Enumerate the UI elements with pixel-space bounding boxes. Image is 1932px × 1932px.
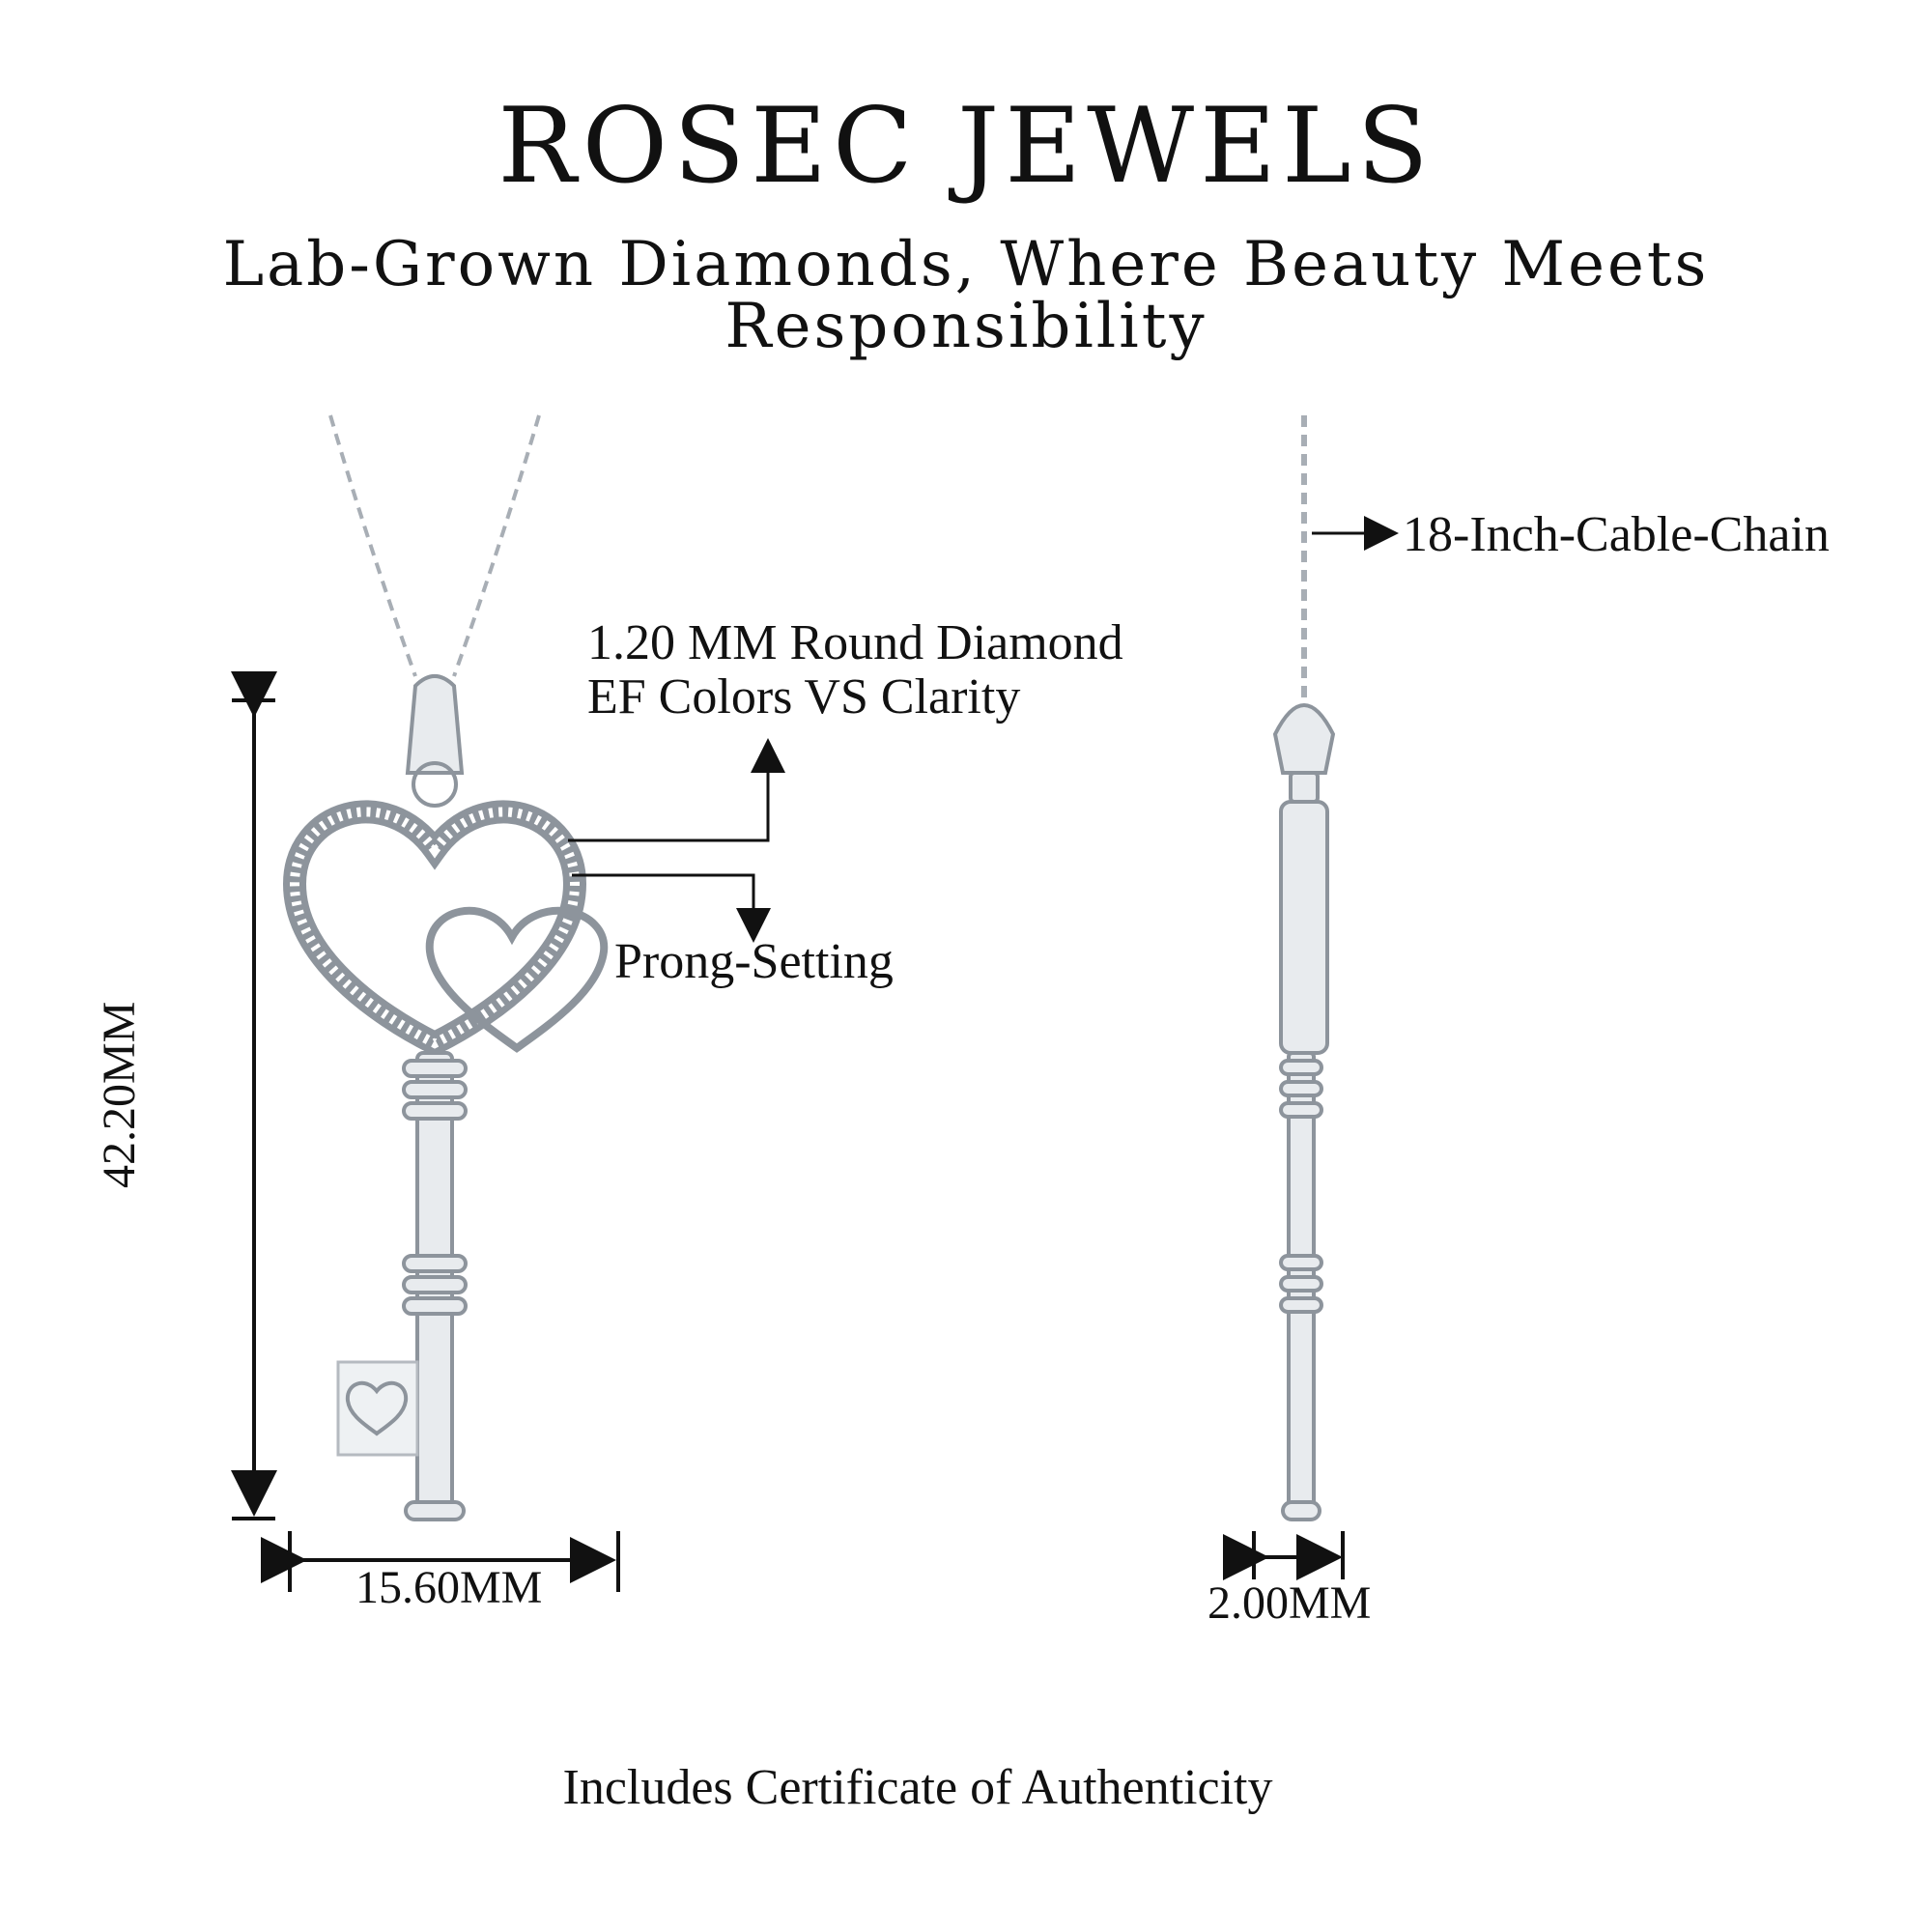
setting-label: Prong-Setting <box>614 934 894 989</box>
thickness-dimension-line <box>1223 1531 1345 1580</box>
stone-callout-line <box>568 738 785 842</box>
thickness-label: 2.00MM <box>1208 1577 1372 1629</box>
width-label: 15.60MM <box>355 1562 543 1613</box>
side-bail <box>1272 703 1336 775</box>
brand-title: ROSEC JEWELS <box>497 86 1435 207</box>
height-dimension-line <box>231 671 277 1520</box>
certificate-note: Includes Certificate of Authenticity <box>562 1760 1273 1815</box>
chain-label: 18-Inch-Cable-Chain <box>1403 507 1830 562</box>
key-pendant-front-icon <box>282 414 609 1521</box>
front-chain <box>328 414 541 677</box>
width-dimension-line <box>261 1531 620 1592</box>
stone-spec-line1: 1.20 MM Round Diamond <box>587 615 1123 670</box>
setting-callout-line <box>572 873 771 943</box>
small-heart-outline <box>425 906 609 1053</box>
brand-tagline: Lab-Grown Diamonds, Where Beauty Meets R… <box>222 229 1710 362</box>
front-bail <box>405 674 465 775</box>
front-jump-ring <box>412 761 458 808</box>
key-pendant-side-icon <box>1272 415 1336 1521</box>
stone-spec-line2: EF Colors VS Clarity <box>587 669 1021 724</box>
large-heart-diamonds <box>289 807 581 1049</box>
side-heart-profile <box>1279 800 1329 1055</box>
height-label: 42.20MM <box>94 1001 145 1188</box>
key-bit-heart-icon <box>345 1380 409 1436</box>
